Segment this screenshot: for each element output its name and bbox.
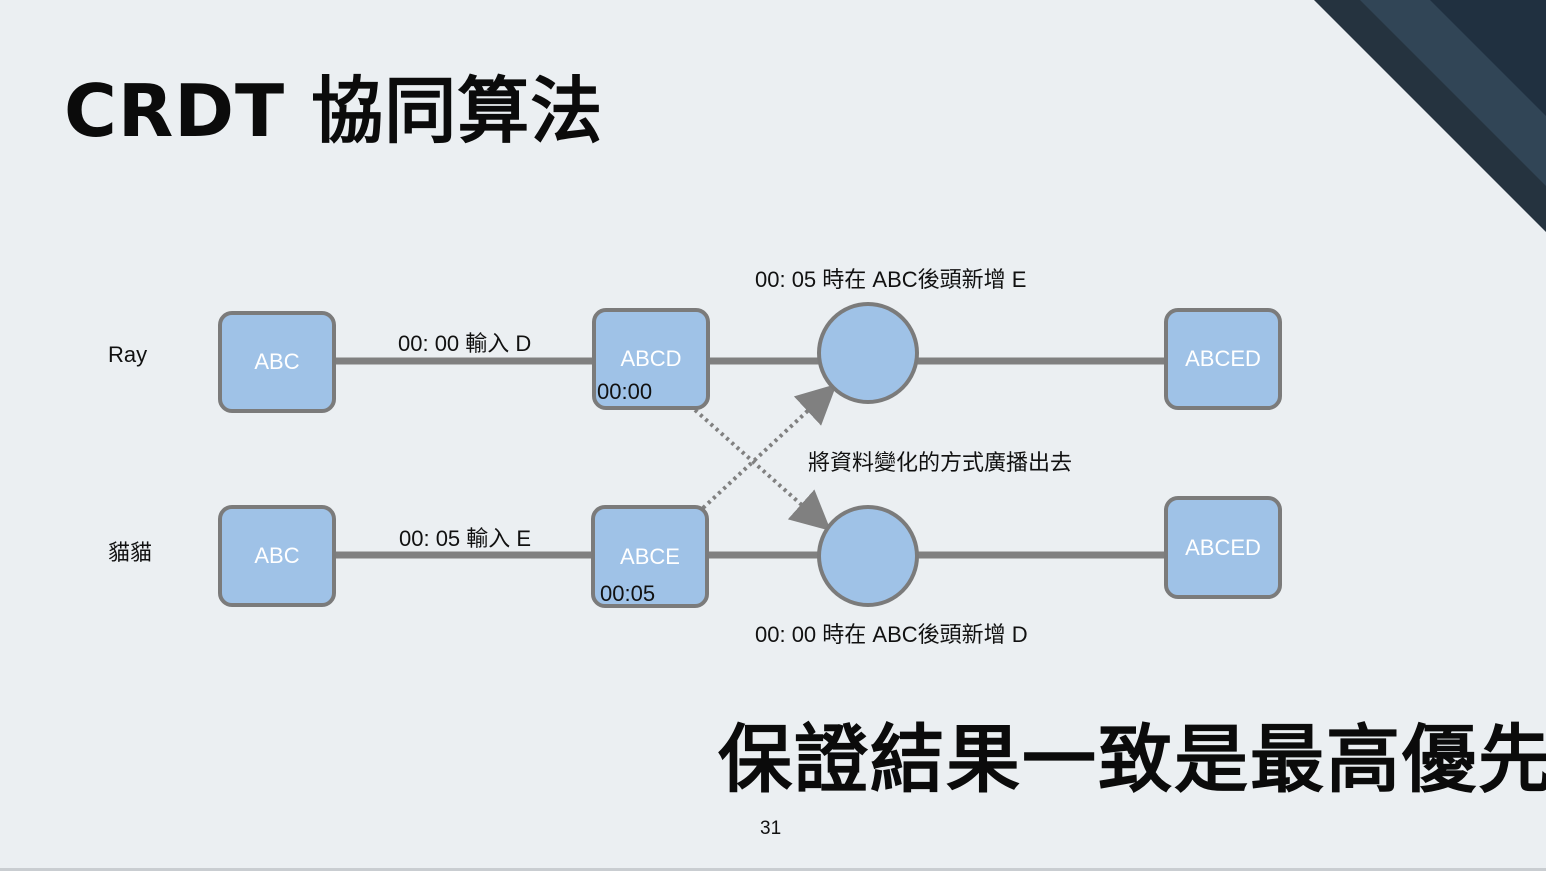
ray-final-state-label: ABCED — [1185, 346, 1261, 371]
cat-final-state: ABCED — [1164, 496, 1282, 599]
ray-merge-node — [817, 302, 919, 404]
cat-initial-state: ABC — [218, 505, 336, 607]
bottom-divider — [0, 868, 1546, 871]
user-label-ray: Ray — [108, 342, 148, 367]
slide-title: CRDT 協同算法 — [64, 69, 604, 153]
ray-merge-note: 00: 05 時在 ABC後頭新增 E — [755, 267, 1027, 292]
page-number: 31 — [760, 818, 782, 839]
cat-edited-state-label: ABCE — [620, 543, 680, 569]
ray-initial-state: ABC — [218, 311, 336, 413]
cat-edit-label: 00: 05 輸入 E — [399, 526, 532, 551]
cat-merge-note: 00: 00 時在 ABC後頭新增 D — [755, 622, 1028, 647]
cat-edited-state: ABCE — [591, 505, 709, 608]
broadcast-arrow-up — [701, 383, 837, 510]
cat-final-state-label: ABCED — [1185, 534, 1261, 560]
user-label-cat: 貓貓 — [108, 540, 153, 565]
cat-timestamp: 00:05 — [600, 581, 656, 606]
ray-edited-state-label: ABCD — [620, 346, 682, 371]
cat-initial-state-label: ABC — [254, 543, 300, 568]
corner-triangle-accent — [1430, 0, 1546, 116]
ray-final-state: ABCED — [1164, 308, 1282, 410]
cat-merge-node — [817, 505, 919, 607]
ray-timestamp: 00:00 — [597, 379, 653, 404]
conclusion-text: 保證結果一致是最高優先 — [718, 717, 1546, 803]
ray-edited-state: ABCD — [592, 308, 710, 410]
broadcast-label: 將資料變化的方式廣播出去 — [808, 450, 1073, 475]
broadcast-arrow-down — [693, 408, 831, 531]
ray-edit-label: 00: 00 輸入 D — [398, 331, 532, 356]
ray-initial-state-label: ABC — [254, 349, 300, 374]
